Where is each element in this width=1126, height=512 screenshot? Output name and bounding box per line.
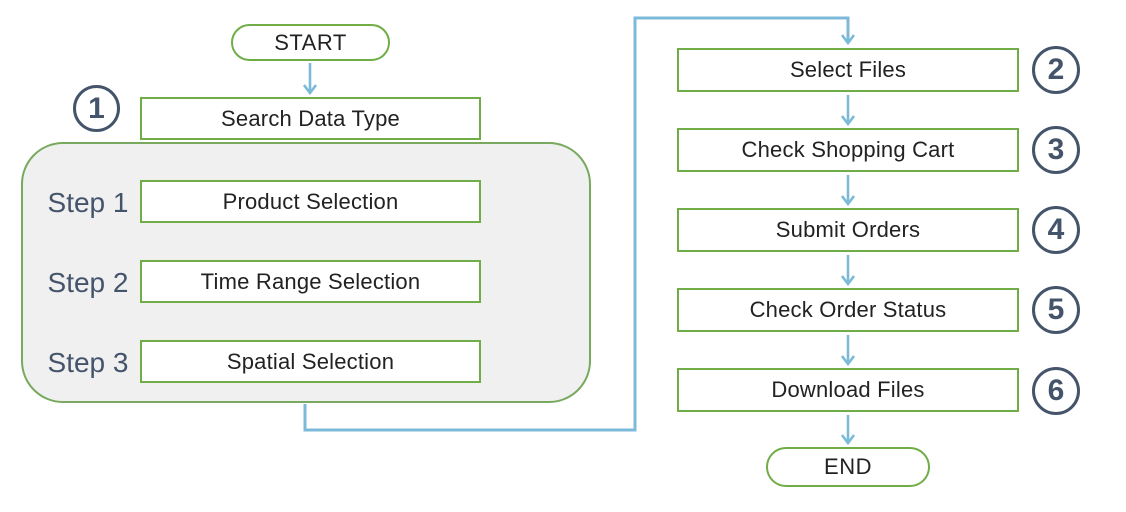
check-order-status-box: Check Order Status	[677, 288, 1019, 332]
start-node: START	[231, 24, 390, 61]
step-number-1-badge: 1	[73, 85, 120, 132]
search-data-type-box: Search Data Type	[140, 97, 481, 140]
product-selection-box: Product Selection	[140, 180, 481, 223]
step-number-3-badge: 3	[1032, 126, 1080, 174]
step-number-4-badge: 4	[1032, 206, 1080, 254]
step-number-2-badge: 2	[1032, 46, 1080, 94]
step-number-5-badge: 5	[1032, 286, 1080, 334]
submit-orders-box: Submit Orders	[677, 208, 1019, 252]
step-number-6-badge: 6	[1032, 367, 1080, 415]
step-3-label: Step 3	[47, 347, 129, 378]
download-files-box: Download Files	[677, 368, 1019, 412]
spatial-selection-box: Spatial Selection	[140, 340, 481, 383]
check-shopping-cart-box: Check Shopping Cart	[677, 128, 1019, 172]
step-1-label: Step 1	[47, 187, 129, 218]
connector-left-column-to-select-files	[303, 16, 848, 432]
end-node: END	[766, 447, 930, 487]
time-range-selection-box: Time Range Selection	[140, 260, 481, 303]
step-2-label: Step 2	[47, 267, 129, 298]
select-files-box: Select Files	[677, 48, 1019, 92]
